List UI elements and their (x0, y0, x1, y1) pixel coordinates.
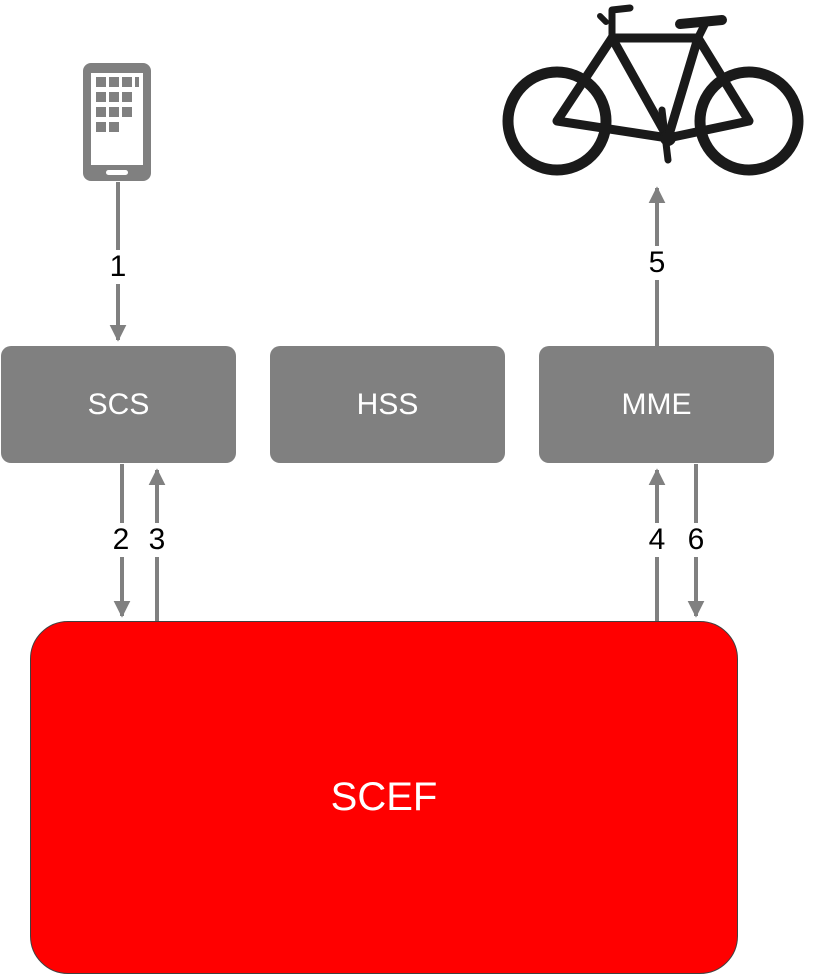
step-label-3: 3 (144, 523, 170, 557)
step-label-5: 5 (644, 246, 670, 280)
scs-label: SCS (87, 387, 150, 421)
bicycle-icon (502, 4, 804, 176)
scef-node: SCEF (30, 621, 738, 974)
scef-label: SCEF (330, 775, 438, 819)
smartphone-icon (83, 63, 151, 181)
scs-node: SCS (1, 346, 236, 463)
hss-label: HSS (356, 387, 419, 421)
hss-node: HSS (270, 346, 505, 463)
step-label-2: 2 (108, 523, 134, 557)
mme-label: MME (621, 387, 692, 421)
step-label-4: 4 (644, 523, 670, 557)
step-label-1: 1 (105, 250, 131, 284)
mme-node: MME (539, 346, 774, 463)
step-label-6: 6 (683, 523, 709, 557)
